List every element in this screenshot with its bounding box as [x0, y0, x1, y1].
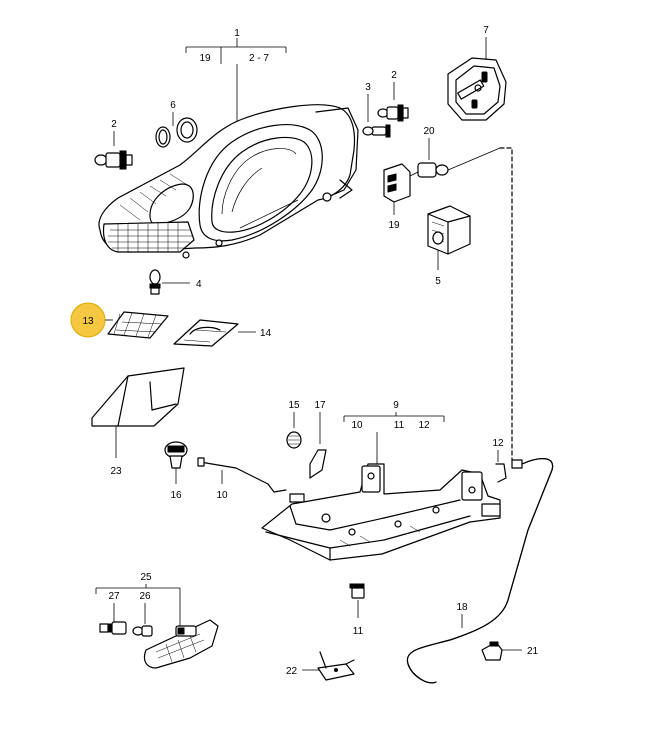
- callout-1: 1: [234, 28, 240, 39]
- clip-16: 16: [164, 441, 188, 501]
- bulb-3: 3: [362, 82, 391, 138]
- cable-18: 12 18: [406, 147, 554, 684]
- grommet-11: 11: [349, 583, 365, 637]
- callout-3: 3: [365, 82, 371, 93]
- callout-11: 11: [394, 420, 405, 431]
- callout-23: 23: [110, 466, 122, 477]
- callout-22: 22: [286, 666, 298, 677]
- ballast-5: 5: [427, 205, 471, 287]
- connector-19: 19: [383, 163, 419, 231]
- callout-26: 26: [139, 591, 151, 602]
- callout-6: 7: [483, 25, 489, 36]
- clip-21: 21: [481, 641, 539, 661]
- bracket-22: 22: [286, 651, 355, 681]
- callout-16: 16: [170, 490, 182, 501]
- callout-9: 9: [393, 400, 399, 411]
- callout-2: 2: [111, 119, 117, 130]
- callout-17: 17: [314, 400, 326, 411]
- callout-21: 21: [527, 646, 539, 657]
- callout-25: 25: [140, 572, 152, 583]
- callout-15: 15: [288, 400, 300, 411]
- callout-11: 11: [353, 626, 364, 637]
- lens-13: 13: [70, 302, 169, 339]
- callout-12: 12: [418, 420, 430, 431]
- callout-27: 27: [108, 591, 120, 602]
- callout-7: 6: [170, 100, 176, 111]
- cover-14: 14: [173, 319, 272, 347]
- group-9-bracket: 9 10 11 12: [343, 400, 445, 466]
- callout-13[interactable]: 13: [82, 316, 94, 327]
- callout-12: 12: [492, 438, 504, 449]
- callout-14: 14: [260, 328, 272, 339]
- callout-19: 19: [388, 220, 400, 231]
- cover-cap-6: 7: [447, 25, 507, 121]
- group-1-bracket: 1 19 2 - 7: [185, 28, 287, 128]
- side-marker-25: 25 27 26: [95, 572, 219, 669]
- callout-2: 2: [391, 70, 397, 81]
- socket-7: 6: [155, 100, 198, 148]
- callout-20: 20: [423, 126, 435, 137]
- callout-10: 10: [351, 420, 363, 431]
- bulb-2-left: 2: [94, 119, 133, 170]
- callout-10: 10: [216, 490, 228, 501]
- callout-4: 4: [196, 279, 202, 290]
- base-plate-9: [261, 463, 501, 561]
- bulb-4: 4: [149, 269, 202, 295]
- callout-5: 5: [435, 276, 441, 287]
- grommet-15: 15: [286, 400, 302, 449]
- callout-19: 19: [199, 53, 211, 64]
- bulb-holder-20: 20: [417, 126, 501, 178]
- headlight-housing: [98, 104, 359, 259]
- panel-23: 23: [91, 367, 185, 477]
- clamp-17: 17: [309, 400, 327, 479]
- bulb-2-center: 2: [377, 70, 409, 122]
- callout-2-7: 2 - 7: [249, 53, 269, 64]
- adjuster-rod-10: 10: [197, 457, 287, 501]
- callout-18: 18: [456, 602, 468, 613]
